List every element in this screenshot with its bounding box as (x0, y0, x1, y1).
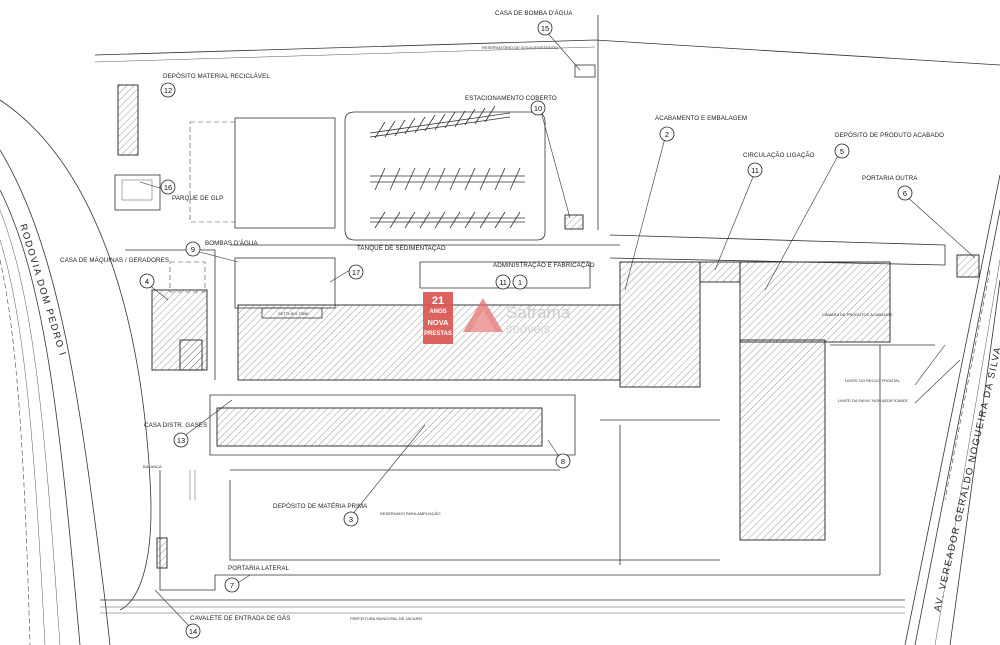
marker-2: 2 (659, 126, 675, 142)
marker-6: 6 (897, 185, 913, 201)
annotations: CASA DE BOMBA D'ÁGUA RESERVATÓRIO DE ÁGU… (60, 10, 944, 622)
parking-stripes (369, 105, 525, 229)
cavalete (156, 537, 168, 569)
watermark-badge-mid: NOVA (427, 318, 449, 327)
svg-text:5: 5 (840, 147, 844, 156)
label-parque-glp: PARQUE DE GLP (172, 195, 223, 202)
label-balanca: BALANÇA (143, 464, 162, 469)
area-reserved-top (189, 121, 236, 223)
watermark-badge-top: ANOS (429, 309, 446, 315)
parque-glp (114, 174, 161, 211)
marker-15: 15 (537, 20, 553, 36)
svg-text:4: 4 (145, 277, 149, 286)
label-cavalete: CAVALETE DE ENTRADA DE GÁS (190, 615, 290, 622)
marker-8: 8 (555, 453, 571, 469)
building-circulacao (699, 261, 741, 283)
label-administracao: ADMINISTRAÇÃO E FABRICAÇÃO (493, 262, 595, 269)
svg-text:11: 11 (751, 166, 759, 175)
watermark: 21 ANOS NOVA PRESTAS Saframa imóveis (423, 292, 571, 344)
building-portaria (956, 254, 980, 278)
watermark-badge (423, 292, 453, 344)
label-portaria-lateral: PORTARIA LATERAL (228, 565, 290, 572)
marker-14: 14 (185, 623, 201, 639)
svg-text:12: 12 (164, 86, 172, 95)
buildings: SETTLING TANK CÂMARA DE PRODUTOS ACABADO… (114, 64, 980, 569)
label-limite-recuo: LIMITE DO RECUO FRONTAL (845, 378, 901, 383)
property-boundary: PREFEITURA MUNICIPAL DE JACAREÍ (94, 15, 1000, 621)
svg-text:7: 7 (230, 581, 234, 590)
marker-5: 5 (834, 143, 850, 159)
label-reservado: RESERVADO PARA AMPLIAÇÃO (380, 511, 440, 516)
svg-text:10: 10 (534, 104, 542, 113)
svg-text:9: 9 (191, 245, 195, 254)
watermark-badge-num: 21 (432, 295, 444, 307)
label-deposito-materia: DEPÓSITO DE MATÉRIA PRIMA (273, 503, 368, 510)
building-deposito-produto-ext (739, 339, 826, 541)
label-reservatorio: RESERVATÓRIO DE ÁGUA (EXISTENTE) (482, 45, 559, 50)
label-portaria-outra: PORTARIA OUTRA (862, 175, 918, 182)
marker-3: 3 (343, 511, 359, 527)
svg-text:6: 6 (903, 189, 907, 198)
building-bombas (234, 257, 336, 309)
label-tanque: TANQUE DE SEDIMENTAÇÃO (357, 245, 446, 252)
marker-9: 9 (185, 241, 201, 257)
prefeitura-label: PREFEITURA MUNICIPAL DE JACAREÍ (350, 616, 423, 621)
svg-text:1: 1 (518, 278, 522, 287)
svg-text:15: 15 (541, 24, 549, 33)
camara-label: CÂMARA DE PRODUTOS ACABADOS (822, 312, 893, 317)
label-casa-gases: CASA DISTR. GASES (144, 422, 207, 429)
svg-text:2: 2 (665, 130, 669, 139)
building-outline-top (234, 117, 336, 229)
label-bombas-agua: BOMBAS D'ÁGUA (205, 240, 258, 247)
svg-text:13: 13 (177, 436, 185, 445)
watermark-badge-bot: PRESTAS (424, 331, 452, 337)
internal-roads (125, 111, 946, 591)
building-materia-prima (216, 407, 543, 447)
numbered-markers: 15 12 10 2 5 11 6 16 9 17 11 1 4 13 8 3 … (139, 20, 913, 639)
marker-4: 4 (139, 273, 155, 289)
label-deposito-reciclavel: DEPÓSITO MATERIAL RECICLÁVEL (163, 73, 270, 80)
building-deposito-reciclavel (117, 84, 139, 156)
left-road-label: RODOVIA DOM PEDRO I (17, 223, 68, 358)
marker-11b: 11 (495, 274, 511, 290)
svg-text:17: 17 (352, 268, 360, 277)
marker-12: 12 (160, 82, 176, 98)
watermark-sub: imóveis (506, 321, 551, 336)
building-acabamento (619, 261, 701, 388)
svg-text:16: 16 (164, 183, 172, 192)
marker-13: 13 (173, 432, 189, 448)
marker-10: 10 (530, 100, 546, 116)
marker-1: 1 (512, 274, 528, 290)
building-deposito-produto (739, 261, 891, 343)
watermark-brand: Saframa (506, 303, 571, 322)
label-casa-bomba: CASA DE BOMBA D'ÁGUA (495, 10, 573, 17)
marker-16: 16 (160, 179, 176, 195)
label-casa-maquinas: CASA DE MÁQUINAS / GERADORES (60, 257, 169, 264)
svg-text:11: 11 (499, 278, 507, 287)
right-avenue: AV. VEREADOR GERALDO NOGUEIRA DA SILVA (904, 174, 1000, 645)
svg-text:14: 14 (189, 627, 197, 636)
marker-11: 11 (747, 162, 763, 178)
svg-text:3: 3 (349, 515, 353, 524)
label-acabamento: ACABAMENTO E EMBALAGEM (655, 115, 747, 122)
label-circulacao: CIRCULAÇÃO LIGAÇÃO (743, 152, 815, 159)
marker-7: 7 (224, 577, 240, 593)
leader-lines (139, 29, 976, 628)
marker-17: 17 (348, 264, 364, 280)
svg-text:8: 8 (561, 457, 565, 466)
label-estacionamento: ESTACIONAMENTO COBERTO (465, 95, 557, 102)
left-road: RODOVIA DOM PEDRO I (0, 99, 152, 645)
label-limite-faixa: LIMITE DA FAIXA "NON AEDIFICANDI" (838, 398, 909, 403)
label-deposito-produto: DEPÓSITO DE PRODUTO ACABADO (835, 132, 944, 139)
